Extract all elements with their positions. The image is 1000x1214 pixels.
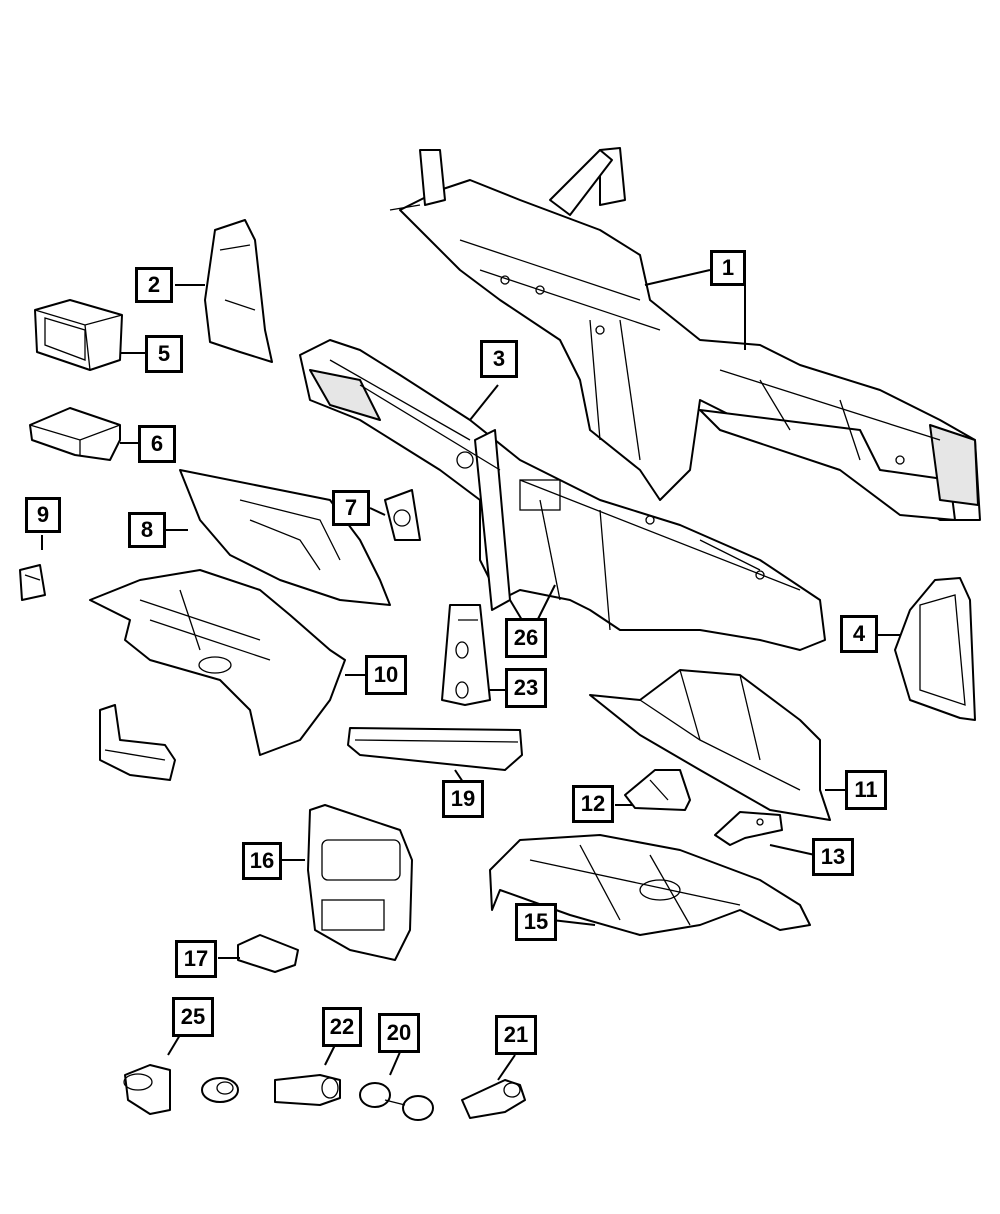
callout-9: 9 — [25, 497, 61, 533]
part-9-clip — [19, 564, 46, 601]
part-11-glove-box — [589, 669, 831, 821]
part-7-bracket — [384, 489, 421, 541]
callout-1: 1 — [710, 250, 746, 286]
callout-19: 19 — [442, 780, 484, 818]
callout-5: 5 — [145, 335, 183, 373]
callout-26: 26 — [505, 618, 547, 658]
callout-11: 11 — [845, 770, 887, 810]
callout-13: 13 — [812, 838, 854, 876]
callout-25: 25 — [172, 997, 214, 1037]
callout-8: 8 — [128, 512, 166, 548]
callout-16: 16 — [242, 842, 282, 880]
part-12-latch — [624, 769, 691, 811]
part-16-center-bezel — [307, 804, 413, 961]
callout-15: 15 — [515, 903, 557, 941]
callout-10: 10 — [365, 655, 407, 695]
callout-6: 6 — [138, 425, 176, 463]
part-17-pad — [237, 934, 299, 973]
part-3-instrument-panel — [299, 339, 826, 651]
part-25-knob — [123, 1064, 171, 1115]
part-6-tray — [29, 407, 121, 461]
part-23-support-bracket — [441, 604, 491, 706]
part-5-storage-bin — [34, 299, 123, 371]
part-socket-left — [201, 1077, 239, 1103]
part-10-lower-panel — [89, 569, 346, 756]
part-1-cross-car-beam — [389, 147, 981, 521]
part-8-glove-box-door — [179, 469, 391, 606]
leader-lines — [41, 269, 900, 1081]
callout-7: 7 — [332, 490, 370, 526]
part-13-hinge — [714, 811, 783, 846]
part-19-bar — [347, 727, 523, 771]
callout-4: 4 — [840, 615, 878, 653]
callout-20: 20 — [378, 1013, 420, 1053]
callout-17: 17 — [175, 940, 217, 978]
callout-3: 3 — [480, 340, 518, 378]
callout-22: 22 — [322, 1007, 362, 1047]
part-20-outlet-cap — [359, 1082, 434, 1121]
callout-23: 23 — [505, 668, 547, 708]
part-15-lower-trim — [489, 834, 811, 936]
part-22-power-outlet — [274, 1074, 341, 1106]
callout-21: 21 — [495, 1015, 537, 1055]
part-bezel-lower-left — [99, 704, 176, 781]
callout-2: 2 — [135, 267, 173, 303]
part-21-lighter — [461, 1079, 526, 1119]
part-4-end-cap — [894, 577, 976, 721]
part-2-end-cap — [204, 219, 273, 363]
callout-12: 12 — [572, 785, 614, 823]
